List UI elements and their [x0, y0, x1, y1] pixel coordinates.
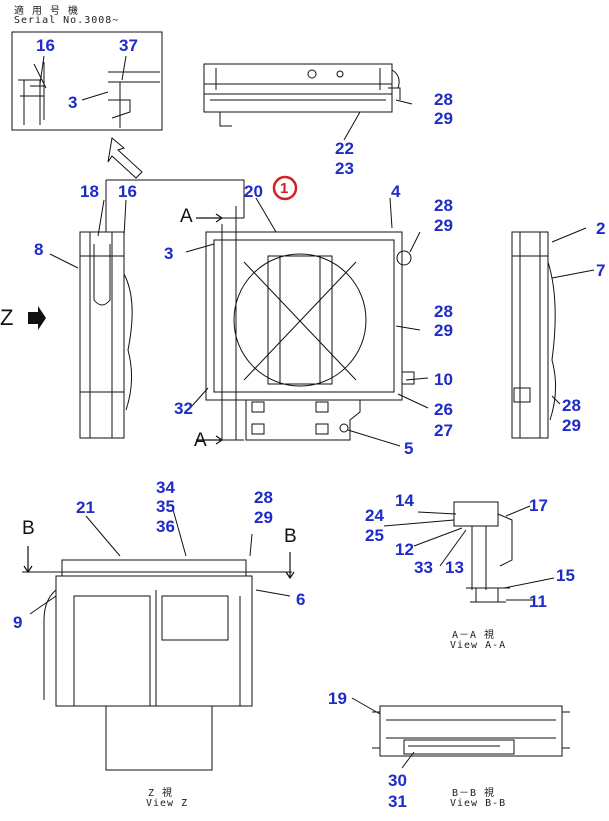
callout-left-8: 8 [34, 240, 44, 259]
callout-bb-19: 19 [328, 689, 347, 708]
section-b-arrow-left [23, 546, 33, 574]
callout-front-27: 27 [434, 421, 453, 440]
view-z-caption-jp: Z 視 [148, 788, 174, 799]
callout-left-3: 3 [164, 244, 174, 263]
callout-z-21: 21 [76, 498, 95, 517]
section-b-arrow-right [285, 552, 295, 580]
callout-front-4: 4 [391, 182, 401, 201]
callout-top-23: 23 [335, 159, 354, 178]
callout-aa-12: 12 [395, 540, 414, 559]
callout-z-35: 35 [156, 497, 175, 516]
callout-right-2: 2 [596, 219, 606, 238]
view-bb-caption-en: View B-B [450, 798, 507, 809]
callout-left-16: 16 [118, 182, 137, 201]
section-letter-z: Z [0, 305, 14, 330]
callout-left-32: 32 [174, 399, 193, 418]
callout-z-28: 28 [254, 488, 273, 507]
callout-front-28b: 28 [434, 302, 453, 321]
callout-front-26: 26 [434, 400, 453, 419]
callout-front-1: 1 [280, 180, 289, 197]
view-aa-caption-en: View A-A [450, 640, 507, 651]
section-letter-a-top: A [180, 206, 193, 227]
section-a-arrow-top [196, 213, 224, 223]
callout-z-6: 6 [296, 590, 306, 609]
callout-z-34: 34 [156, 478, 175, 497]
view-z-caption-en: View Z [146, 798, 189, 809]
callout-inset-16: 16 [36, 36, 55, 55]
callout-bb-30: 30 [388, 771, 407, 790]
callout-aa-33: 33 [414, 558, 433, 577]
callout-front-20: 20 [244, 182, 263, 201]
section-a-arrow-bottom [196, 435, 224, 445]
callout-inset-3: 3 [68, 93, 78, 112]
callout-front-5: 5 [404, 439, 414, 458]
callout-aa-15: 15 [556, 566, 575, 585]
callout-front-29b: 29 [434, 321, 453, 340]
callout-right-7: 7 [596, 261, 606, 280]
callout-front-28a: 28 [434, 196, 453, 215]
callout-top-28: 28 [434, 90, 453, 109]
section-letter-b-left: B [22, 518, 35, 539]
serial-header-jp: 適 用 号 機 [14, 6, 80, 17]
view-bb-caption-jp: B－B 視 [452, 788, 496, 799]
callout-right-28: 28 [562, 396, 581, 415]
z-direction-arrow [28, 306, 46, 330]
callout-aa-13: 13 [445, 558, 464, 577]
callout-z-9: 9 [13, 613, 23, 632]
callout-inset-37: 37 [119, 36, 138, 55]
callout-top-29: 29 [434, 109, 453, 128]
serial-number: Serial No.3008~ [14, 15, 120, 26]
callout-aa-11: 11 [529, 592, 547, 611]
callout-z-36: 36 [156, 517, 175, 536]
callout-aa-17: 17 [529, 496, 548, 515]
callout-top-22: 22 [335, 139, 354, 158]
callout-right-29: 29 [562, 416, 581, 435]
callout-aa-24: 24 [365, 506, 384, 525]
inset-frame [11, 31, 163, 131]
callout-z-29: 29 [254, 508, 273, 527]
callout-bb-31: 31 [388, 792, 407, 811]
view-aa-caption-jp: A－A 視 [452, 630, 496, 641]
part-1-highlight [272, 175, 298, 201]
callout-front-29a: 29 [434, 216, 453, 235]
callout-aa-14: 14 [395, 491, 414, 510]
section-letter-a-bottom: A [194, 430, 207, 451]
section-letter-b-right: B [284, 526, 297, 547]
callout-front-10: 10 [434, 370, 453, 389]
callout-aa-25: 25 [365, 526, 384, 545]
callout-left-18: 18 [80, 182, 99, 201]
